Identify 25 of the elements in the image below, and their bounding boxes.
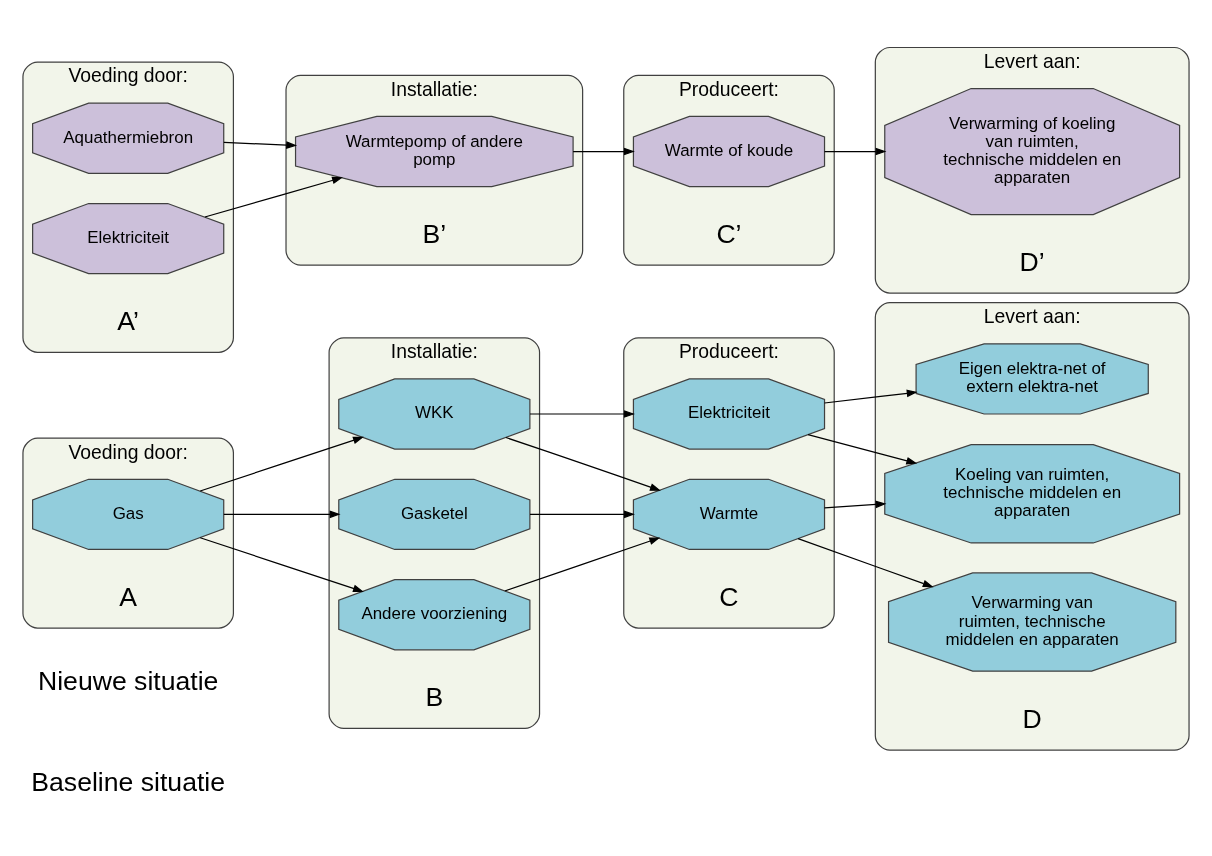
arrow: [823, 500, 887, 509]
node-label: B: [425, 681, 444, 712]
node-label: D: [1022, 703, 1042, 734]
node-label: A: [119, 581, 138, 612]
arrow: [797, 537, 934, 587]
arrow: [505, 436, 661, 491]
arrow: [807, 433, 918, 464]
label: Nieuwe situatie: [38, 665, 219, 696]
node-label: C: [719, 581, 739, 612]
arrow: [199, 436, 364, 492]
node-label: A’: [117, 305, 140, 336]
label: Baseline situatie: [31, 766, 226, 797]
arrow: [199, 536, 364, 592]
arrow: [223, 510, 341, 518]
node-label: B’: [422, 218, 447, 249]
node-label: D’: [1019, 246, 1045, 277]
arrow: [529, 510, 635, 518]
node-label: C’: [716, 218, 742, 249]
arrow: [823, 147, 887, 155]
arrow: [504, 537, 661, 592]
arrow: [529, 409, 635, 418]
arrow: [204, 176, 343, 218]
arrow: [223, 140, 298, 149]
arrow: [823, 389, 918, 404]
arrow: [572, 147, 635, 155]
